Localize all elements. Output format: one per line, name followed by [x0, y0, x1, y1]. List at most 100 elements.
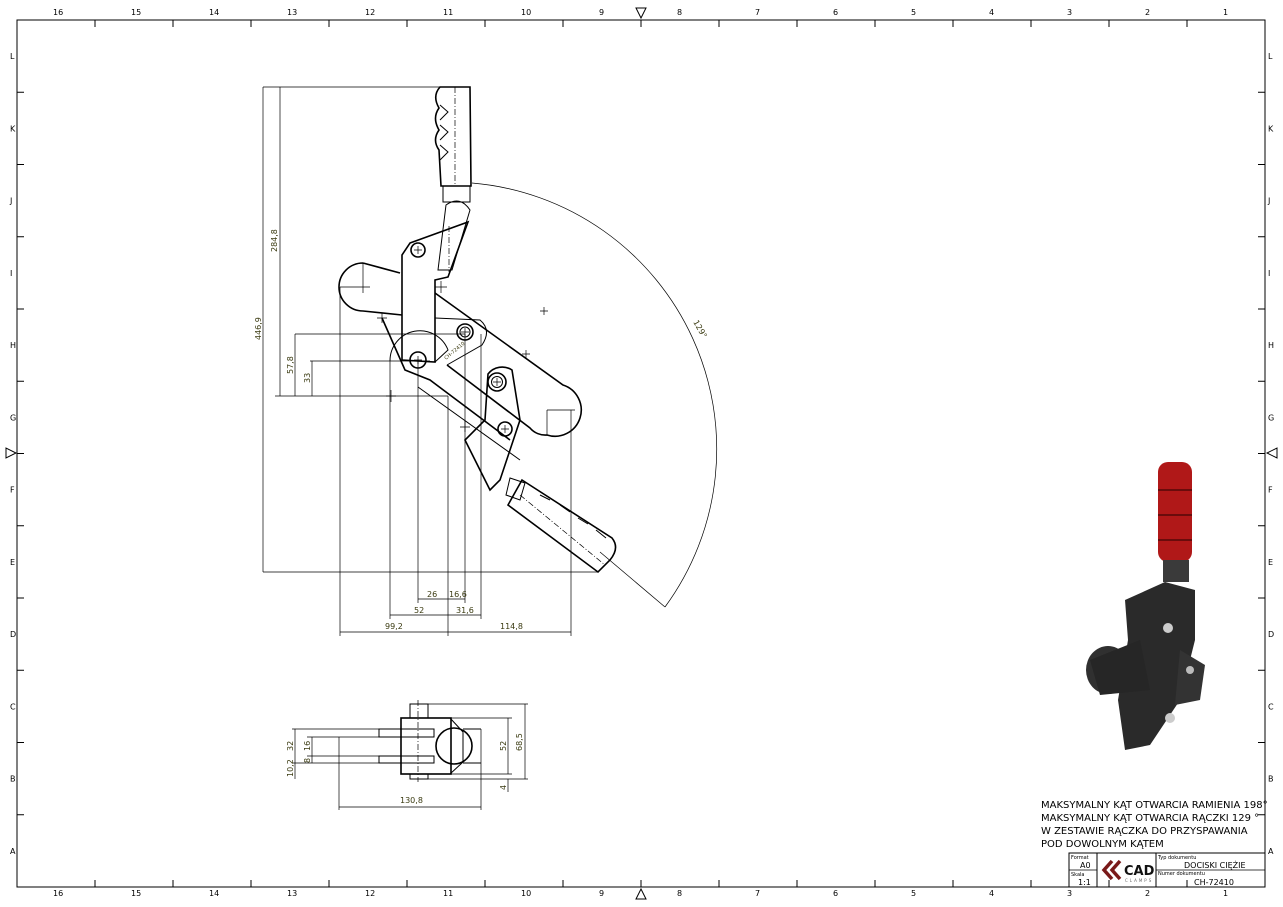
- handle-angle-arc: [471, 182, 717, 608]
- isometric-render: [1086, 462, 1205, 750]
- column-label-bottom: 11: [443, 889, 453, 898]
- column-label-bottom: 7: [755, 889, 760, 898]
- column-label-top: 8: [677, 8, 682, 17]
- center-mark-top: [635, 7, 647, 20]
- column-label-top: 12: [365, 8, 375, 17]
- row-label-left: K: [10, 124, 16, 133]
- dim-26: 26: [427, 590, 437, 599]
- doc-type-value: DOCISKI CIĘŻIE: [1184, 860, 1246, 870]
- dim-10-2: 10,2: [286, 759, 295, 777]
- scale-value: 1:1: [1078, 878, 1091, 887]
- dim-total-height: 446,9: [254, 317, 263, 340]
- column-label-top: 4: [989, 8, 994, 17]
- dim-16: 16: [303, 741, 312, 751]
- column-label-top: 6: [833, 8, 838, 17]
- doc-number-label: Numer dokumentu: [1158, 871, 1205, 877]
- center-mark-bottom: [635, 887, 647, 900]
- column-label-bottom: 13: [287, 889, 297, 898]
- row-label-left: I: [10, 269, 12, 278]
- main-plate: [401, 220, 470, 363]
- column-label-top: 13: [287, 8, 297, 17]
- column-label-bottom: 4: [989, 889, 994, 898]
- dim-99-2: 99,2: [385, 622, 403, 631]
- dim-52-side: 52: [499, 741, 508, 751]
- dim-4: 4: [499, 785, 508, 790]
- column-label-top: 11: [443, 8, 453, 17]
- format-label: Format: [1071, 855, 1089, 861]
- dim-8: 8: [303, 758, 312, 763]
- dim-32: 32: [286, 741, 295, 751]
- center-marks: [340, 246, 575, 435]
- row-label-right: E: [1268, 558, 1273, 567]
- column-label-bottom: 1: [1223, 889, 1228, 898]
- note-line-3: W ZESTAWIE RĄCZKA DO PRZYSPAWANIA: [1041, 826, 1248, 837]
- column-label-top: 2: [1145, 8, 1150, 17]
- column-label-bottom: 10: [521, 889, 531, 898]
- row-label-right: G: [1268, 413, 1274, 422]
- column-label-top: 7: [755, 8, 760, 17]
- column-label-bottom: 5: [911, 889, 916, 898]
- row-label-right: I: [1268, 269, 1270, 278]
- dim-130-8: 130,8: [400, 796, 423, 805]
- column-label-bottom: 15: [131, 889, 141, 898]
- row-label-left: E: [10, 558, 15, 567]
- cad-clamps-logo: CAD CLAMPS: [1101, 859, 1155, 883]
- clamping-arm: [381, 292, 583, 441]
- note-line-4: POD DOWOLNYM KĄTEM: [1041, 839, 1164, 850]
- left-link: [338, 262, 403, 316]
- column-label-bottom: 12: [365, 889, 375, 898]
- open-handle: [505, 477, 617, 574]
- column-label-bottom: 3: [1067, 889, 1072, 898]
- base-pivot: [389, 330, 449, 363]
- dim-52: 52: [414, 606, 424, 615]
- handle-angle-leader: [599, 551, 666, 608]
- row-label-left: G: [10, 413, 16, 422]
- format-value: A0: [1080, 861, 1091, 870]
- column-label-top: 14: [209, 8, 219, 17]
- column-label-bottom: 16: [53, 889, 63, 898]
- row-label-right: K: [1268, 124, 1274, 133]
- row-label-left: J: [9, 197, 12, 206]
- dim-pivot-lower: 33: [303, 373, 312, 383]
- drawing-notes: MAKSYMALNY KĄT OTWARCIA RAMIENIA 198° MA…: [1041, 800, 1268, 850]
- bottom-view: 32 10,2 16 8 52 68,5 4 130,8: [286, 700, 528, 810]
- front-dimension-lines: [262, 86, 598, 636]
- center-mark-left: [5, 447, 18, 459]
- row-label-right: B: [1268, 775, 1274, 784]
- title-block: Format A0 Skala 1:1 CAD CLAMPS Typ dokum…: [1068, 852, 1266, 888]
- row-label-right: H: [1268, 341, 1274, 350]
- column-label-bottom: 14: [209, 889, 219, 898]
- row-label-right: A: [1268, 847, 1274, 856]
- column-label-bottom: 9: [599, 889, 604, 898]
- doc-type-label: Typ dokumentu: [1157, 855, 1196, 861]
- sheet-border: [16, 19, 1266, 888]
- dim-31-6: 31,6: [456, 606, 474, 615]
- dim-68-5: 68,5: [515, 733, 524, 751]
- row-label-left: B: [10, 775, 16, 784]
- scale-label: Skala: [1071, 872, 1085, 878]
- note-line-2: MAKSYMALNY KĄT OTWARCIA RĄCZKI 129 °: [1041, 813, 1259, 824]
- front-view: CH-72410 446,9 284,8 57,8 33 26 16,6 52 …: [254, 86, 717, 636]
- row-label-left: D: [10, 630, 16, 639]
- dim-pivot-upper: 57,8: [286, 356, 295, 374]
- column-label-top: 10: [521, 8, 531, 17]
- dim-handle-angle: 129°: [691, 319, 708, 340]
- row-label-right: D: [1268, 630, 1274, 639]
- column-label-top: 1: [1223, 8, 1228, 17]
- center-mark-right: [1265, 447, 1278, 459]
- grid-reference: 1616151514141313121211111010998877665544…: [9, 8, 1274, 898]
- note-line-1: MAKSYMALNY KĄT OTWARCIA RAMIENIA 198°: [1041, 800, 1268, 811]
- row-label-right: J: [1267, 197, 1270, 206]
- upright-handle: [434, 86, 472, 271]
- column-label-top: 16: [53, 8, 63, 17]
- row-label-right: C: [1268, 702, 1274, 711]
- column-label-bottom: 8: [677, 889, 682, 898]
- row-label-left: F: [10, 486, 15, 495]
- pin-holes: [409, 242, 513, 437]
- row-label-left: L: [10, 52, 15, 61]
- dim-16-6: 16,6: [449, 590, 467, 599]
- doc-number-value: CH-72410: [1194, 878, 1234, 887]
- column-label-bottom: 6: [833, 889, 838, 898]
- row-label-right: F: [1268, 486, 1273, 495]
